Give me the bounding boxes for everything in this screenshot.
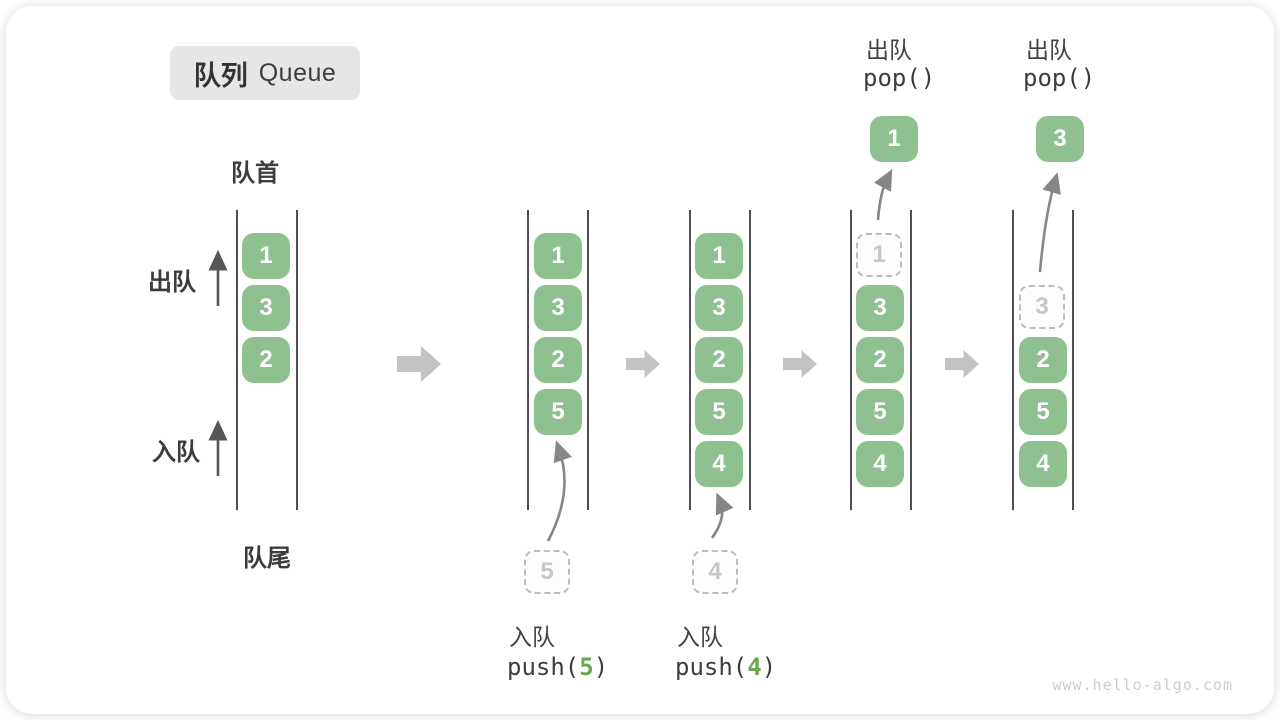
queue-cell: 2: [695, 337, 743, 383]
queue-cell: 5: [695, 389, 743, 435]
queue-cell: 5: [1019, 389, 1067, 435]
push-annotation-code: push(5): [507, 653, 608, 681]
pop-annotation-code: pop(): [1023, 64, 1096, 92]
queue-cell: 3: [695, 285, 743, 331]
step-arrow-icon: [626, 350, 660, 378]
queue-cell: 5: [856, 389, 904, 435]
label-queue-rear: 队尾: [243, 545, 291, 572]
pending-cell: 4: [692, 550, 738, 594]
queue-cell: 4: [1019, 441, 1067, 487]
queue-cell: 3: [856, 285, 904, 331]
rail: [689, 210, 691, 510]
queue-cell: 2: [1019, 337, 1067, 383]
pop-annotation-code: pop(): [863, 64, 936, 92]
popped-cell: 3: [1036, 116, 1084, 162]
step-arrow-icon: [945, 350, 979, 378]
queue-cell: 3: [242, 285, 290, 331]
title-badge: 队列 Queue: [170, 46, 360, 100]
pop-annotation-label: 出队: [1026, 37, 1072, 63]
rail: [1072, 210, 1074, 510]
queue-cell: 5: [534, 389, 582, 435]
push-fn-close: ): [593, 653, 609, 681]
queue-cell: 4: [856, 441, 904, 487]
queue-cell: 1: [242, 233, 290, 279]
ghost-cell: 1: [856, 233, 902, 277]
popped-cell: 1: [870, 116, 918, 162]
watermark: www.hello-algo.com: [1052, 676, 1233, 694]
queue-cell: 1: [534, 233, 582, 279]
queue-cell: 2: [242, 337, 290, 383]
queue-cell: 1: [695, 233, 743, 279]
rail: [850, 210, 852, 510]
rail: [1012, 210, 1014, 510]
rail: [296, 210, 298, 510]
title-zh: 队列: [193, 60, 248, 91]
push-arg: 4: [747, 653, 762, 681]
push-annotation-code: push(4): [675, 653, 776, 681]
rail: [749, 210, 751, 510]
label-queue-front: 队首: [231, 160, 279, 187]
push-arg: 5: [579, 653, 594, 681]
step-arrow-icon: [783, 350, 817, 378]
label-enqueue-left: 入队: [152, 439, 200, 466]
queue-cell: 4: [695, 441, 743, 487]
push-annotation-label: 入队: [677, 624, 723, 650]
pop-annotation-label: 出队: [866, 37, 912, 63]
rail: [910, 210, 912, 510]
push-annotation-label: 入队: [509, 624, 555, 650]
pending-cell: 5: [524, 550, 570, 594]
step-arrow-icon: [397, 346, 441, 382]
title-en: Queue: [258, 58, 337, 87]
label-dequeue-left: 出队: [148, 269, 196, 296]
queue-cell: 2: [856, 337, 904, 383]
rail: [587, 210, 589, 510]
queue-cell: 2: [534, 337, 582, 383]
rail: [527, 210, 529, 510]
push-fn-open: push(: [507, 653, 580, 681]
push-fn-open: push(: [675, 653, 748, 681]
rail: [236, 210, 238, 510]
push-fn-close: ): [761, 653, 777, 681]
queue-cell: 3: [534, 285, 582, 331]
ghost-cell: 3: [1019, 285, 1065, 329]
